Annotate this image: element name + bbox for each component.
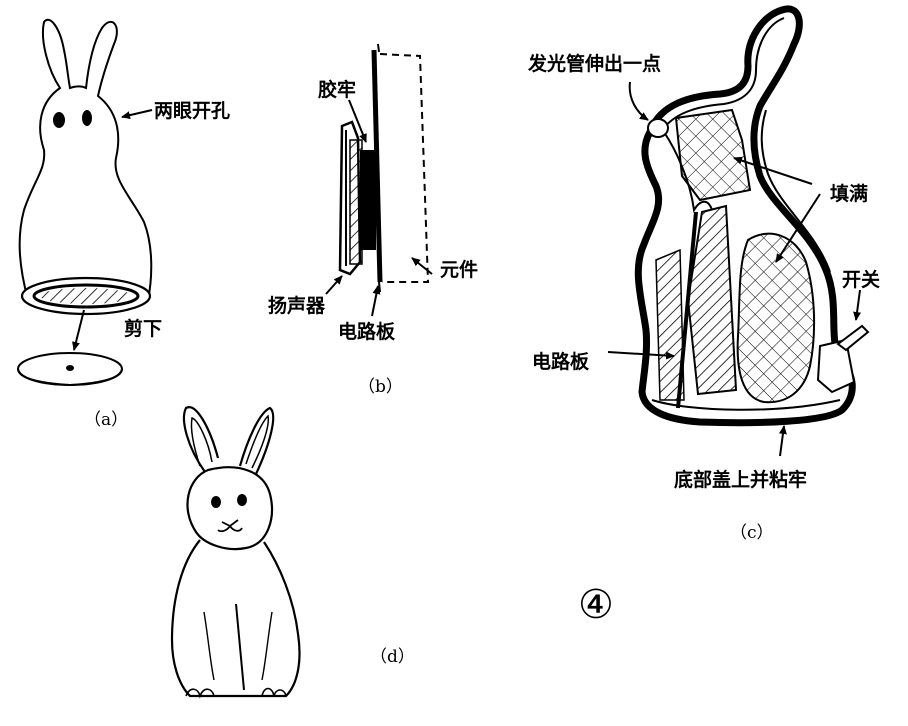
caption-a: （a） xyxy=(84,410,128,430)
speaker xyxy=(338,120,376,276)
label-cut-off: 剪下 xyxy=(124,317,162,340)
figure-number: ④ xyxy=(578,582,614,628)
label-speaker: 扬声器 xyxy=(268,294,326,317)
label-switch: 开关 xyxy=(842,268,880,291)
label-fill: 填满 xyxy=(830,182,868,205)
fill-arrow-body xyxy=(775,193,821,263)
finished-rabbit xyxy=(170,406,301,699)
rabbit-mouth xyxy=(217,519,243,533)
label-led: 发光管伸出一点 xyxy=(527,52,661,75)
panel-c: 发光管伸出一点 填满 开关 电路板 底部盖上并粘牢 （c） ④ xyxy=(527,5,880,628)
board-arrow xyxy=(371,285,381,317)
panel-a: 两眼开孔 剪下 （a） xyxy=(17,18,230,430)
speaker-arrow xyxy=(325,275,343,295)
eye-hole-left xyxy=(53,112,65,128)
rabbit-eye-right xyxy=(237,494,247,506)
caption-c: （c） xyxy=(730,523,774,543)
label-base-cover: 底部盖上并粘牢 xyxy=(674,468,807,491)
rabbit-shell-outline xyxy=(18,18,153,301)
rabbit-body-cutaway xyxy=(634,5,856,427)
inner-shell-line xyxy=(659,17,831,273)
panel-b: 胶牢 扬声器 电路板 元件 （b） xyxy=(268,43,478,397)
label-circuit-board-c: 电路板 xyxy=(532,350,590,373)
eyes-label-arrow xyxy=(121,109,153,120)
fill-arrow-head xyxy=(733,156,813,185)
label-components: 元件 xyxy=(440,258,478,281)
switch-arrow xyxy=(853,289,862,321)
panel-d: （d） xyxy=(170,406,415,699)
component-outline xyxy=(379,53,430,283)
led-wire xyxy=(663,131,713,213)
glue-arrow xyxy=(348,99,367,143)
label-circuit-board-b: 电路板 xyxy=(338,320,396,343)
cut-disk xyxy=(17,352,123,387)
label-glue: 胶牢 xyxy=(318,78,356,101)
cut-arrow xyxy=(72,309,85,351)
caption-b: （b） xyxy=(358,377,403,397)
base-arrow xyxy=(778,425,787,457)
components-arrow xyxy=(411,257,433,275)
board-c-arrow xyxy=(607,351,675,360)
led-bulb xyxy=(647,118,669,138)
switch-lever xyxy=(836,324,870,352)
hatched-left-region xyxy=(655,248,685,401)
eye-hole-right xyxy=(82,110,92,126)
head-fill xyxy=(674,108,752,202)
rabbit-eye-left xyxy=(211,496,221,508)
base-opening xyxy=(20,276,152,316)
circuit-board-c xyxy=(676,211,698,409)
caption-d: （d） xyxy=(370,647,415,667)
label-eyes-holes: 两眼开孔 xyxy=(154,100,230,122)
led-arrow xyxy=(628,81,649,121)
body-fill-ellipse xyxy=(736,232,816,404)
base-plate xyxy=(651,399,841,411)
